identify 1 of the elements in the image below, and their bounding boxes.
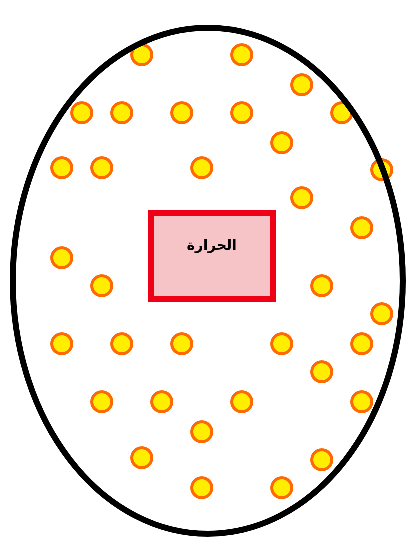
label-box: الحرارة: [148, 210, 276, 302]
